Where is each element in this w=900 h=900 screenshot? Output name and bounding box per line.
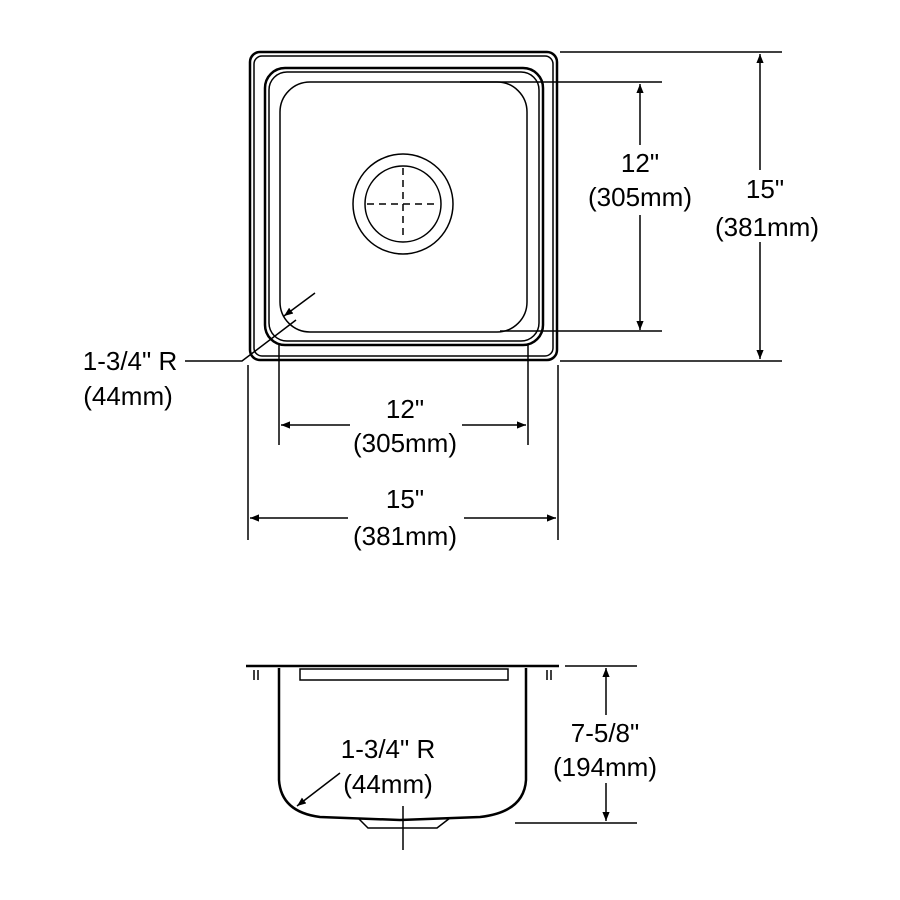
callout-corner-radius-top: 1-3/4" R (44mm) (83, 292, 316, 411)
callout-corner-radius-side: 1-3/4" R (44mm) (296, 734, 436, 807)
corner-radius-metric: (44mm) (83, 381, 173, 411)
side-rim-channel (299, 668, 509, 681)
overall-width-imperial: 15" (386, 484, 424, 514)
depth-imperial: 7-5/8" (571, 718, 640, 748)
overall-length-metric: (381mm) (715, 212, 819, 242)
drain-outer (352, 153, 454, 255)
overall-length-imperial: 15" (746, 174, 784, 204)
sink-rim-inner-edge (253, 55, 554, 357)
depth-metric: (194mm) (553, 752, 657, 782)
dimension-depth: 7-5/8" (194mm) (515, 665, 662, 824)
bowl-bottom (279, 81, 528, 333)
bowl-profile (277, 668, 528, 822)
bowl-length-metric: (305mm) (588, 182, 692, 212)
bowl-rim-inner (268, 71, 540, 342)
overall-width-metric: (381mm) (353, 521, 457, 551)
bowl-rim (263, 66, 545, 347)
drain-inner (364, 165, 442, 243)
side-radius-imperial: 1-3/4" R (341, 734, 436, 764)
dimension-bowl-width: 12" (305mm) (278, 345, 529, 460)
side-radius-metric: (44mm) (343, 769, 433, 799)
side-view: 7-5/8" (194mm) 1-3/4" R (44mm) (246, 664, 662, 850)
dimension-overall-width: 15" (381mm) (247, 365, 559, 552)
mounting-clips (253, 670, 552, 680)
top-view: 12" (305mm) 15" (381mm) 12" (305mm) (83, 50, 825, 552)
dimension-overall-length: 15" (381mm) (560, 51, 825, 362)
corner-radius-imperial: 1-3/4" R (83, 346, 178, 376)
bowl-width-metric: (305mm) (353, 428, 457, 458)
sink-outer-rim (248, 50, 559, 362)
dimension-bowl-length: 12" (305mm) (460, 81, 695, 332)
bowl-width-imperial: 12" (386, 394, 424, 424)
bowl-length-imperial: 12" (621, 148, 659, 178)
